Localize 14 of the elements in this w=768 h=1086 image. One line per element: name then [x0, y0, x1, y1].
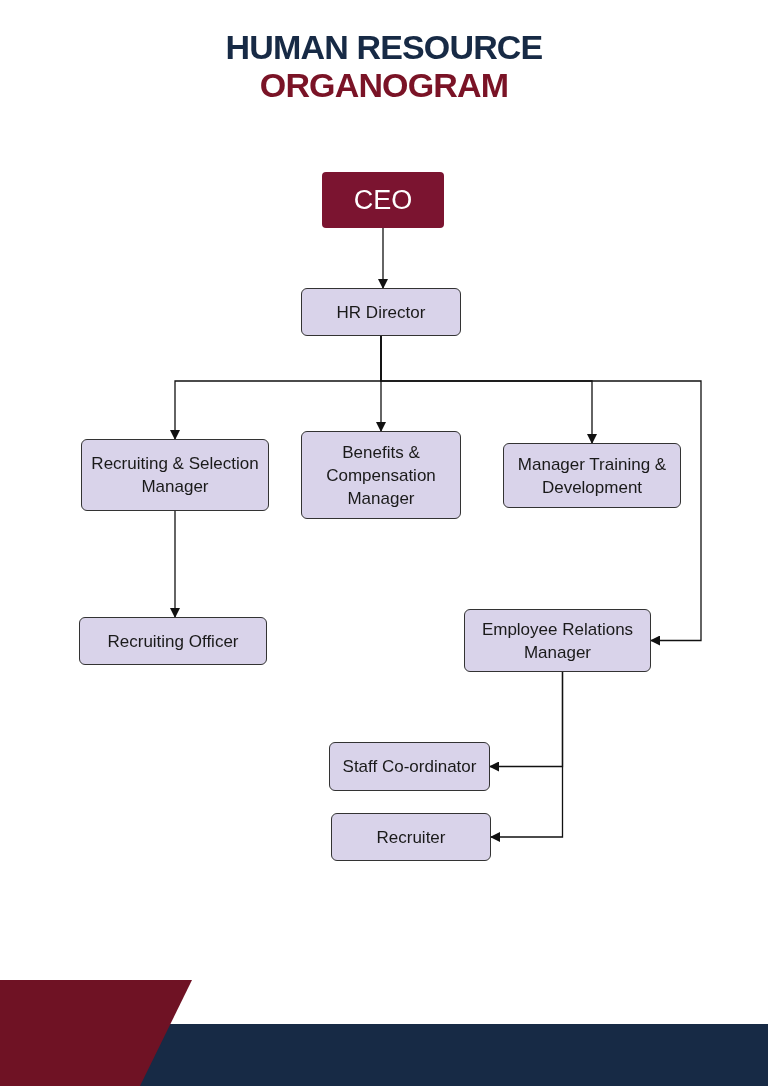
- title: HUMAN RESOURCE ORGANOGRAM: [224, 28, 544, 104]
- role-box: Recruiting Officer: [79, 617, 267, 665]
- role-box: Recruiter: [331, 813, 491, 861]
- role-box: Recruiting & Selection Manager: [81, 439, 269, 511]
- role-box: HR Director: [301, 288, 461, 336]
- role-box: Employee Relations Manager: [464, 609, 651, 672]
- role-box: Manager Training & Development: [503, 443, 681, 508]
- ceo-box: CEO: [322, 172, 444, 228]
- arrow: [490, 671, 564, 842]
- arrow: [170, 510, 180, 618]
- arrow: [380, 335, 702, 646]
- role-box: Staff Co-ordinator: [329, 742, 490, 791]
- arrow: [378, 227, 388, 289]
- role-box: Benefits & Compensation Manager: [301, 431, 461, 519]
